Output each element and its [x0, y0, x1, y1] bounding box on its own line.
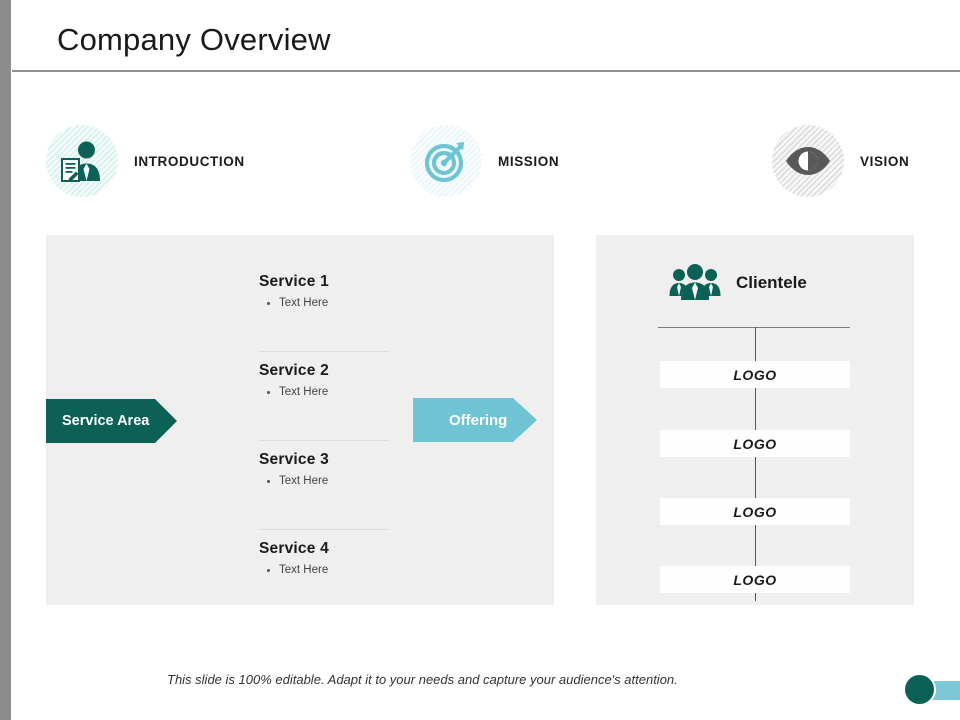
bullet-dot-icon [267, 390, 270, 394]
service-area-banner-tip [155, 399, 178, 443]
service-item[interactable]: Service 3 Text Here [259, 440, 389, 529]
service-bullet-text: Text Here [279, 475, 329, 487]
topic-icon-row: INTRODUCTION MISSION [0, 125, 960, 205]
service-bullet-text: Text Here [279, 297, 329, 309]
service-title: Service 2 [259, 362, 329, 379]
logo-label: LOGO [733, 571, 777, 588]
service-bullet-text: Text Here [279, 386, 329, 398]
logo-label: LOGO [733, 503, 777, 520]
people-group-icon [669, 264, 721, 300]
topic-item-introduction[interactable]: INTRODUCTION [46, 125, 245, 197]
clientele-divider [658, 327, 850, 328]
offering-banner-tip [513, 398, 538, 442]
left-edge-strip [0, 0, 11, 720]
logo-connector-line [755, 593, 756, 601]
topic-label-mission: MISSION [498, 153, 560, 169]
clientele-header: Clientele [668, 263, 807, 303]
logo-connector-line [755, 457, 756, 498]
logo-connector-line [755, 388, 756, 430]
decoration-circle [903, 673, 936, 706]
eye-icon [786, 147, 830, 175]
businessman-document-icon [61, 141, 100, 182]
service-title: Service 4 [259, 540, 329, 557]
service-area-banner-body: Service Area [46, 399, 156, 443]
service-title: Service 1 [259, 273, 329, 290]
service-bullet: Text Here [259, 564, 389, 576]
badge-circle-mint [46, 125, 118, 197]
clientele-panel: Clientele LOGO LOGO LOGO LOGO [596, 235, 914, 605]
service-bullet-text: Text Here [279, 564, 329, 576]
target-arrow-icon [424, 142, 464, 183]
service-item[interactable]: Service 1 Text Here [259, 263, 389, 351]
service-bullet: Text Here [259, 475, 389, 487]
service-area-banner-label: Service Area [62, 413, 150, 429]
topic-label-introduction: INTRODUCTION [134, 153, 245, 169]
service-list: Service 1 Text Here Service 2 Text Here … [259, 263, 389, 618]
vision-badge [772, 125, 844, 197]
service-item[interactable]: Service 4 Text Here [259, 529, 389, 618]
topic-item-mission[interactable]: MISSION [410, 125, 559, 197]
logo-label: LOGO [733, 366, 777, 383]
bullet-dot-icon [267, 568, 270, 572]
service-item[interactable]: Service 2 Text Here [259, 351, 389, 440]
offering-banner[interactable]: Offering [413, 398, 538, 442]
logo-box[interactable]: LOGO [660, 430, 850, 457]
service-bullet: Text Here [259, 386, 389, 398]
topic-label-vision: VISION [860, 153, 910, 169]
logo-box[interactable]: LOGO [660, 566, 850, 593]
footer-note: This slide is 100% editable. Adapt it to… [167, 672, 678, 687]
badge-circle-gray [772, 125, 844, 197]
logo-label: LOGO [733, 435, 777, 452]
logo-connector-line [755, 525, 756, 566]
logo-box[interactable]: LOGO [660, 361, 850, 388]
header-divider [12, 70, 960, 72]
page-title: Company Overview [57, 22, 331, 57]
service-area-banner[interactable]: Service Area [46, 399, 178, 443]
logo-box[interactable]: LOGO [660, 498, 850, 525]
offering-banner-body: Offering [413, 398, 514, 442]
logo-connector-line [755, 327, 756, 361]
offering-banner-label: Offering [449, 411, 508, 429]
bullet-dot-icon [267, 301, 270, 305]
topic-item-vision[interactable]: VISION [772, 125, 909, 197]
service-bullet: Text Here [259, 297, 389, 309]
bullet-dot-icon [267, 479, 270, 483]
service-title: Service 3 [259, 451, 329, 468]
mission-badge [410, 125, 482, 197]
introduction-badge [46, 125, 118, 197]
clientele-label: Clientele [736, 273, 807, 292]
